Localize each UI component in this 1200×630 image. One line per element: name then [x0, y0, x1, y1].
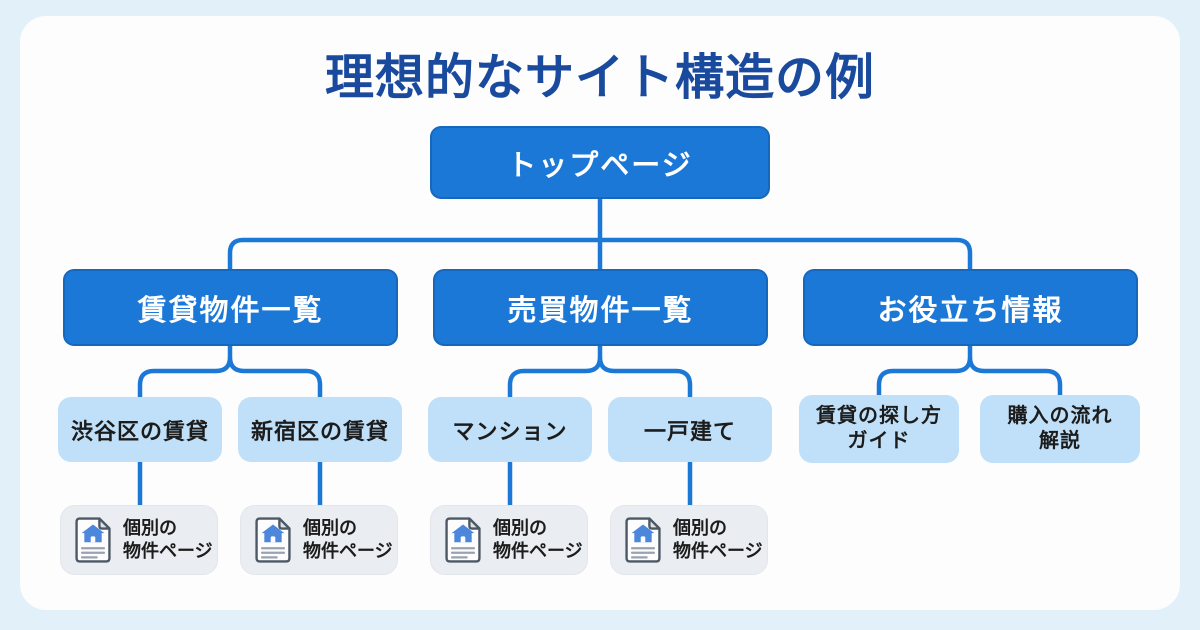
page-title: 理想的なサイト構造の例	[324, 51, 875, 105]
leaf-label-line: 物件ページ	[493, 541, 583, 561]
leaf-property-page-2: 個別の 物件ページ	[240, 505, 398, 575]
leaf-label-line: 個別の	[303, 517, 357, 538]
leaf-label: 個別の 物件ページ	[303, 517, 393, 564]
leaf-property-page-4: 個別の 物件ページ	[610, 505, 768, 575]
node-label-line: 購入の流れ	[1007, 405, 1113, 427]
leaf-label-line: 個別の	[493, 517, 547, 538]
leaf-label-line: 個別の	[673, 517, 727, 538]
leaf-label-line: 物件ページ	[123, 541, 213, 561]
property-document-icon	[255, 517, 291, 563]
property-document-icon	[445, 517, 481, 563]
node-shinjuku-rental: 新宿区の賃貸	[238, 397, 402, 462]
node-label-line: 解説	[1039, 430, 1081, 452]
leaf-label-line: 物件ページ	[673, 541, 763, 561]
node-label-line: ガイド	[847, 430, 911, 452]
node-purchase-flow: 購入の流れ 解説	[980, 395, 1140, 463]
node-useful-info: お役立ち情報	[803, 269, 1138, 346]
leaf-label-line: 物件ページ	[303, 541, 393, 561]
leaf-label: 個別の 物件ページ	[673, 517, 763, 564]
node-shibuya-rental: 渋谷区の賃貸	[58, 397, 222, 462]
leaf-label-line: 個別の	[123, 517, 177, 538]
node-detached-house: 一戸建て	[608, 397, 772, 462]
property-document-icon	[75, 517, 111, 563]
property-document-icon	[625, 517, 661, 563]
node-rental-list: 賃貸物件一覧	[63, 269, 398, 346]
leaf-property-page-1: 個別の 物件ページ	[60, 505, 218, 575]
node-rental-guide: 賃貸の探し方 ガイド	[799, 395, 959, 463]
leaf-label: 個別の 物件ページ	[123, 517, 213, 564]
node-top-page: トップページ	[430, 126, 770, 199]
leaf-label: 個別の 物件ページ	[493, 517, 583, 564]
leaf-property-page-3: 個別の 物件ページ	[430, 505, 588, 575]
node-label-line: 賃貸の探し方	[816, 405, 942, 427]
node-sale-list: 売買物件一覧	[433, 269, 768, 346]
node-mansion: マンション	[428, 397, 592, 462]
